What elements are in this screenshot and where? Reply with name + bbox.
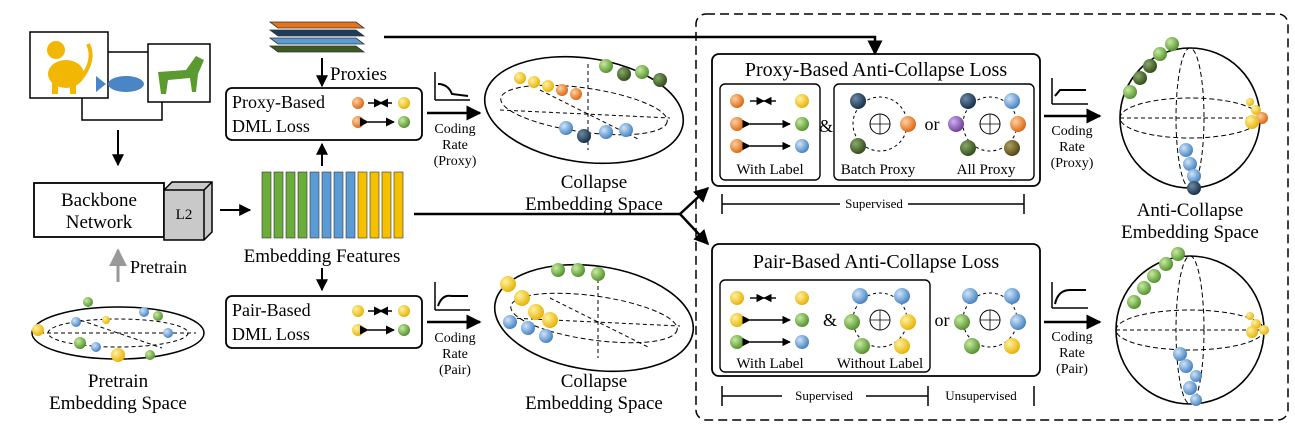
amp-pair: & bbox=[823, 310, 837, 330]
pretrain-space-label-2: Embedding Space bbox=[49, 393, 187, 414]
anti-collapse-label-1: Anti-Collapse bbox=[1137, 200, 1244, 221]
amp-proxy: & bbox=[819, 116, 833, 136]
collapse-top-label-2: Embedding Space bbox=[525, 194, 663, 215]
pretrain-space-label-1: Pretrain bbox=[88, 371, 149, 392]
unsupervised-label: Unsupervised bbox=[945, 388, 1017, 403]
monkey-icon bbox=[47, 41, 93, 94]
pair-dml-label-2: DML Loss bbox=[232, 324, 310, 344]
rate-label-pair-left: Rate bbox=[442, 347, 468, 362]
coding-label-proxy-left: Coding bbox=[434, 122, 475, 137]
collapse-embedding-space-bottom: Collapse Embedding Space bbox=[493, 263, 695, 414]
coding-label-proxy-right: Coding bbox=[1051, 124, 1092, 139]
proxy-anti-collapse-box: Proxy-Based Anti-Collapse Loss With Labe… bbox=[711, 53, 1041, 187]
pair-paren-right: (Pair) bbox=[1056, 362, 1088, 377]
coding-label-pair-right: Coding bbox=[1051, 330, 1092, 345]
coding-rate-plot-proxy-right: Coding Rate (Proxy) bbox=[1044, 78, 1102, 171]
proxy-anti-collapse-title: Proxy-Based Anti-Collapse Loss bbox=[745, 59, 1007, 81]
coding-rate-plot-pair-right: Coding Rate (Pair) bbox=[1044, 282, 1102, 377]
backbone-label-2: Network bbox=[66, 212, 133, 233]
all-proxy-label: All Proxy bbox=[957, 162, 1016, 178]
collapse-top-label-1: Collapse bbox=[561, 172, 628, 193]
or-pair: or bbox=[935, 310, 950, 330]
proxy-paren-right: (Proxy) bbox=[1051, 156, 1094, 171]
collapse-bottom-label-1: Collapse bbox=[561, 371, 628, 392]
collapse-embedding-space-top: Collapse Embedding Space bbox=[483, 55, 685, 215]
supervised-label-top: Supervised bbox=[845, 196, 903, 211]
anti-collapse-container bbox=[695, 13, 1289, 421]
with-label-proxy: With Label bbox=[736, 162, 803, 178]
input-images bbox=[29, 31, 211, 121]
pair-paren-left: (Pair) bbox=[439, 363, 471, 378]
with-label-pair: With Label bbox=[736, 356, 803, 372]
without-label-pair: Without Label bbox=[837, 356, 923, 372]
supervised-bracket-top: Supervised bbox=[721, 194, 1025, 214]
proxy-dml-label-1: Proxy-Based bbox=[232, 92, 325, 112]
or-proxy: or bbox=[925, 114, 940, 134]
anti-collapse-sphere-top: Anti-Collapse Embedding Space bbox=[1119, 37, 1268, 243]
collapse-bottom-label-2: Embedding Space bbox=[525, 393, 663, 414]
pretrain-arrow-label: Pretrain bbox=[130, 257, 187, 277]
batch-proxy-label: Batch Proxy bbox=[841, 162, 916, 178]
coding-rate-plot-proxy-left: Coding Rate (Proxy) bbox=[427, 72, 482, 169]
l2-normalization-block: L2 bbox=[163, 181, 213, 241]
proxy-dml-loss-box: Proxy-Based DML Loss bbox=[225, 87, 423, 141]
anti-collapse-sphere-bottom bbox=[1115, 247, 1269, 406]
backbone-label-1: Backbone bbox=[61, 190, 137, 211]
pair-anti-collapse-title: Pair-Based Anti-Collapse Loss bbox=[753, 251, 999, 273]
proxy-paren-left: (Proxy) bbox=[434, 154, 477, 169]
l2-label: L2 bbox=[176, 207, 193, 223]
coding-label-pair-left: Coding bbox=[434, 331, 475, 346]
horse-icon bbox=[158, 56, 204, 94]
proxy-dml-label-2: DML Loss bbox=[232, 116, 310, 136]
rate-label-pair-right: Rate bbox=[1059, 346, 1085, 361]
proxies-stack bbox=[268, 21, 366, 53]
pair-dml-loss-box: Pair-Based DML Loss bbox=[225, 295, 423, 349]
proxies-label: Proxies bbox=[330, 64, 387, 85]
pair-dml-label-1: Pair-Based bbox=[232, 300, 311, 320]
rate-label-proxy-right: Rate bbox=[1059, 140, 1085, 155]
embedding-features: Embedding Features bbox=[244, 171, 404, 267]
rate-label-proxy-left: Rate bbox=[442, 138, 468, 153]
anti-collapse-label-2: Embedding Space bbox=[1121, 222, 1259, 243]
coding-rate-plot-pair-left: Coding Rate (Pair) bbox=[427, 282, 482, 378]
fish-icon bbox=[96, 76, 144, 92]
embedding-features-label: Embedding Features bbox=[244, 246, 401, 267]
supervision-bracket-bottom: Supervised Unsupervised bbox=[721, 386, 1035, 406]
supervised-label-bottom: Supervised bbox=[795, 388, 853, 403]
pretrain-embedding-space: Pretrain Embedding Space bbox=[31, 297, 205, 414]
pair-anti-collapse-box: Pair-Based Anti-Collapse Loss With Label… bbox=[711, 243, 1041, 377]
backbone-network: Backbone Network bbox=[33, 182, 165, 238]
